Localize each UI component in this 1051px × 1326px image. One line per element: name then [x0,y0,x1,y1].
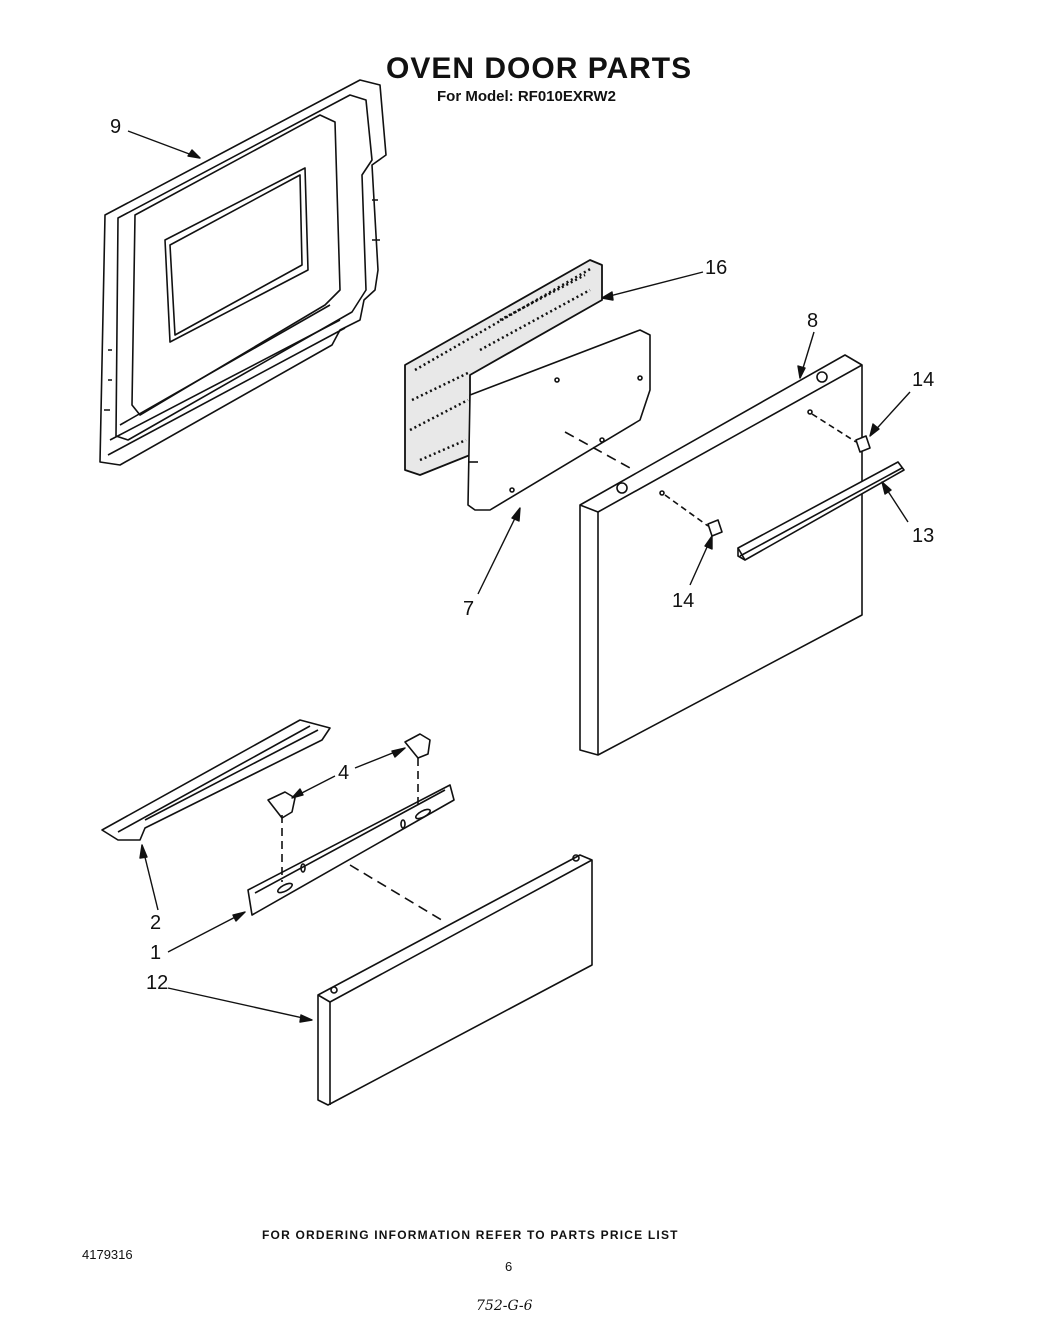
part-14-spacers [665,414,870,536]
callout-14-lower: 14 [672,590,695,612]
callout-16: 16 [705,257,728,279]
part-2-lower-trim [102,720,330,840]
callout-8: 8 [807,310,819,332]
document-number: 4179316 [82,1247,133,1262]
part-12-lower-panel [318,855,592,1105]
leader-lines [128,131,910,1022]
part-13-handle [738,462,904,560]
callout-12: 12 [146,972,169,994]
callout-7: 7 [463,598,475,620]
callout-4: 4 [338,762,350,784]
model-subtitle: For Model: RF010EXRW2 [437,88,616,105]
handwritten-note: 752-G-6 [476,1298,533,1314]
part-16-insulation [405,260,602,475]
part-1-bracket [248,785,454,922]
callout-9: 9 [110,116,122,138]
page-number: 6 [505,1259,513,1274]
part-8-outer-door [580,355,862,755]
ordering-info-footer: FOR ORDERING INFORMATION REFER TO PARTS … [262,1228,679,1242]
callout-13: 13 [912,525,935,547]
callout-14-upper: 14 [912,369,935,391]
part-4-clips [268,734,430,882]
callout-1: 1 [150,942,162,964]
part-7-door-panel [468,330,650,510]
callout-2: 2 [150,912,162,934]
page-title: OVEN DOOR PARTS [386,52,693,85]
part-9-inner-door-liner [100,80,386,465]
